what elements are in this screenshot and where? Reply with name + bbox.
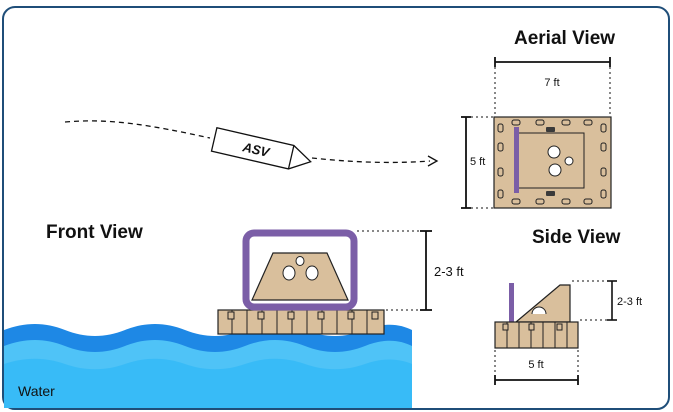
asv-trajectory-line [64,120,211,139]
aerial-width-label: 7 ft [544,77,559,89]
aerial-cabin-roof [517,132,585,189]
front-view-title: Front View [46,222,143,243]
arrowhead-icon [427,155,439,167]
aerial-view-title: Aerial View [514,28,615,49]
aerial-cleats-edge [497,119,607,205]
aerial-porthole-3 [548,163,562,177]
water-area: Water [4,324,412,408]
side-length-label: 5 ft [528,359,543,371]
water-mid-wave [4,358,412,408]
asv-path: ASV [64,120,439,170]
asv-hull-icon [210,126,312,170]
frame-border [2,6,670,410]
side-purple-mast [509,283,514,323]
aerial-porthole-2 [564,156,574,166]
front-porthole-3 [305,265,319,281]
side-dock [494,321,579,349]
front-dock [217,309,385,335]
front-porthole-2 [295,256,305,266]
asv-vessel: ASV [210,126,312,170]
aerial-cleat-top [546,127,555,132]
asv-label: ASV [240,139,272,160]
side-porthole [531,306,547,315]
side-dock-cleats [502,323,563,331]
aerial-cleat-bottom [546,191,555,196]
front-porthole-1 [282,265,296,281]
water-label: Water [18,383,55,399]
asv-trajectory-line-2 [311,157,431,164]
front-dock-cleats [227,311,379,320]
front-height-label: 2-3 ft [434,264,464,279]
aerial-depth-label: 5 ft [470,156,485,168]
aerial-porthole-1 [547,145,561,159]
aerial-view: Aerial View 7 ft 5 ft [461,28,615,209]
side-height-label: 2-3 ft [617,296,642,308]
side-dock-planks [506,322,568,348]
front-cabin [251,252,349,301]
side-view: Side View 2-3 ft 5 ft [494,227,642,385]
side-view-title: Side View [532,227,621,248]
asv-bow-line [287,145,295,170]
front-view: Front View 2-3 ft [46,222,464,335]
aerial-purple-bar [514,127,519,193]
